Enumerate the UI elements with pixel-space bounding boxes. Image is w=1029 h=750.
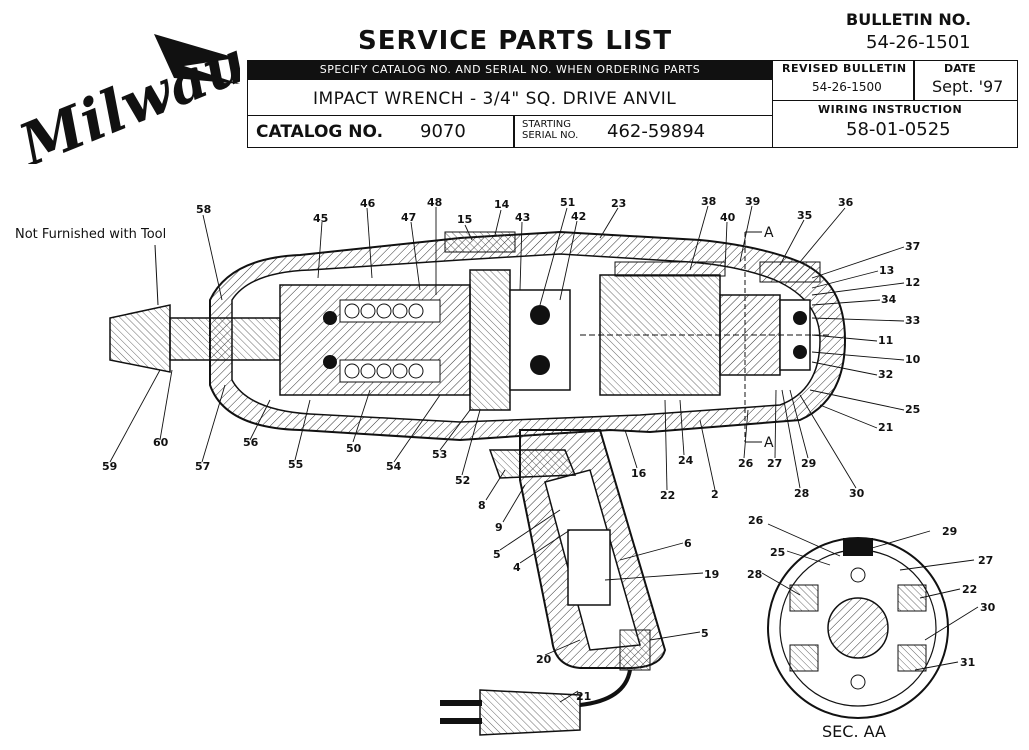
revised-bulletin-number: 54-26-1500 — [812, 80, 882, 94]
part-label: 13 — [879, 264, 894, 277]
part-label: 10 — [905, 353, 921, 366]
part-label: 31 — [960, 656, 975, 669]
gear-train — [444, 231, 571, 411]
part-label: 56 — [243, 436, 259, 449]
part-label: 14 — [494, 198, 510, 211]
part-label: 32 — [878, 368, 893, 381]
part-label: 50 — [346, 442, 362, 455]
part-label: 29 — [801, 457, 816, 470]
part-label: 54 — [386, 460, 402, 473]
part-label: 45 — [313, 212, 328, 225]
catalog-number: 9070 — [420, 121, 466, 142]
part-label: 38 — [701, 195, 716, 208]
part-label: 39 — [745, 195, 760, 208]
part-label: 25 — [905, 403, 920, 416]
bulletin-number: 54-26-1501 — [866, 32, 971, 53]
part-label: 58 — [196, 203, 211, 216]
part-label: 26 — [748, 514, 764, 527]
part-label: 27 — [767, 457, 782, 470]
part-label: 29 — [942, 525, 957, 538]
starting-label-line1: STARTING — [522, 119, 572, 130]
not-furnished-note: Not Furnished with Tool — [15, 227, 167, 242]
part-label: 52 — [455, 474, 470, 487]
part-label: 48 — [427, 196, 442, 209]
part-label: 19 — [704, 568, 719, 581]
part-label: 5 — [701, 627, 709, 640]
part-label: 46 — [360, 197, 376, 210]
date-divider — [913, 60, 915, 101]
revised-row-frame — [772, 60, 1018, 101]
section-aa-view — [767, 537, 949, 719]
starting-label-line2: SERIAL NO. — [522, 130, 579, 141]
part-label: 59 — [102, 460, 117, 473]
part-label: 34 — [881, 293, 897, 306]
handle — [488, 429, 667, 671]
part-label: 30 — [980, 601, 996, 614]
part-label: 30 — [849, 487, 865, 500]
part-label: 5 — [493, 548, 501, 561]
part-label: 24 — [678, 454, 694, 467]
part-label: 28 — [794, 487, 809, 500]
part-label: 21 — [576, 690, 591, 703]
part-label: 33 — [905, 314, 920, 327]
catalog-label: CATALOG NO. — [256, 122, 384, 142]
milwaukee-logo: Milwaukee — [8, 14, 240, 164]
part-label: 55 — [288, 458, 303, 471]
section-aa-label: SEC. AA — [822, 722, 886, 741]
section-marker-top: A — [764, 225, 774, 241]
part-label: 40 — [720, 211, 736, 224]
part-label: 28 — [747, 568, 762, 581]
part-label: 16 — [631, 467, 647, 480]
part-label: 15 — [457, 213, 472, 226]
part-number-labels: 58 45 46 47 48 15 14 43 51 42 23 38 40 3… — [102, 195, 996, 703]
part-label: 43 — [515, 211, 530, 224]
part-label: 22 — [962, 583, 977, 596]
part-label: 25 — [770, 546, 785, 559]
part-label: 57 — [195, 460, 210, 473]
part-label: 47 — [401, 211, 416, 224]
part-label: 37 — [905, 240, 920, 253]
section-marker-bottom: A — [764, 435, 774, 451]
starting-serial-number: 462-59894 — [607, 121, 706, 142]
leader-lines — [109, 205, 979, 703]
starting-serial-label: STARTING SERIAL NO. — [522, 119, 578, 141]
part-label: 6 — [684, 537, 692, 550]
catalog-divider — [513, 115, 515, 148]
part-label: 42 — [571, 210, 586, 223]
ordering-instruction: SPECIFY CATALOG NO. AND SERIAL NO. WHEN … — [247, 60, 773, 80]
cord-and-plug — [440, 669, 632, 736]
wiring-instruction-number: 58-01-0525 — [846, 119, 951, 140]
page-title: SERVICE PARTS LIST — [358, 26, 673, 56]
part-label: 22 — [660, 489, 675, 502]
wiring-instruction-label: WIRING INSTRUCTION — [818, 103, 963, 116]
section-markers: A A — [744, 225, 774, 451]
part-label: 20 — [536, 653, 552, 666]
part-label: 60 — [153, 436, 169, 449]
date-label: DATE — [944, 62, 976, 75]
part-label: 26 — [738, 457, 754, 470]
anvil-hammer-assembly — [169, 284, 471, 396]
date-value: Sept. '97 — [932, 77, 1004, 96]
part-label: 21 — [878, 421, 893, 434]
revised-bulletin-label: REVISED BULLETIN — [782, 62, 907, 75]
part-label: 2 — [711, 488, 719, 501]
bulletin-label: BULLETIN NO. — [846, 10, 972, 29]
part-label: 4 — [513, 561, 521, 574]
part-label: 23 — [611, 197, 626, 210]
part-label: 53 — [432, 448, 447, 461]
lightning-bolt-icon — [154, 34, 240, 84]
part-label: 27 — [978, 554, 993, 567]
part-label: 8 — [478, 499, 486, 512]
product-name: IMPACT WRENCH - 3/4" SQ. DRIVE ANVIL — [313, 89, 677, 109]
part-label: 12 — [905, 276, 920, 289]
part-label: 36 — [838, 196, 854, 209]
socket — [109, 244, 171, 373]
armature-field — [580, 261, 830, 396]
part-label: 11 — [878, 334, 893, 347]
part-label: 9 — [495, 521, 503, 534]
part-label: 35 — [797, 209, 812, 222]
part-label: 51 — [560, 196, 575, 209]
